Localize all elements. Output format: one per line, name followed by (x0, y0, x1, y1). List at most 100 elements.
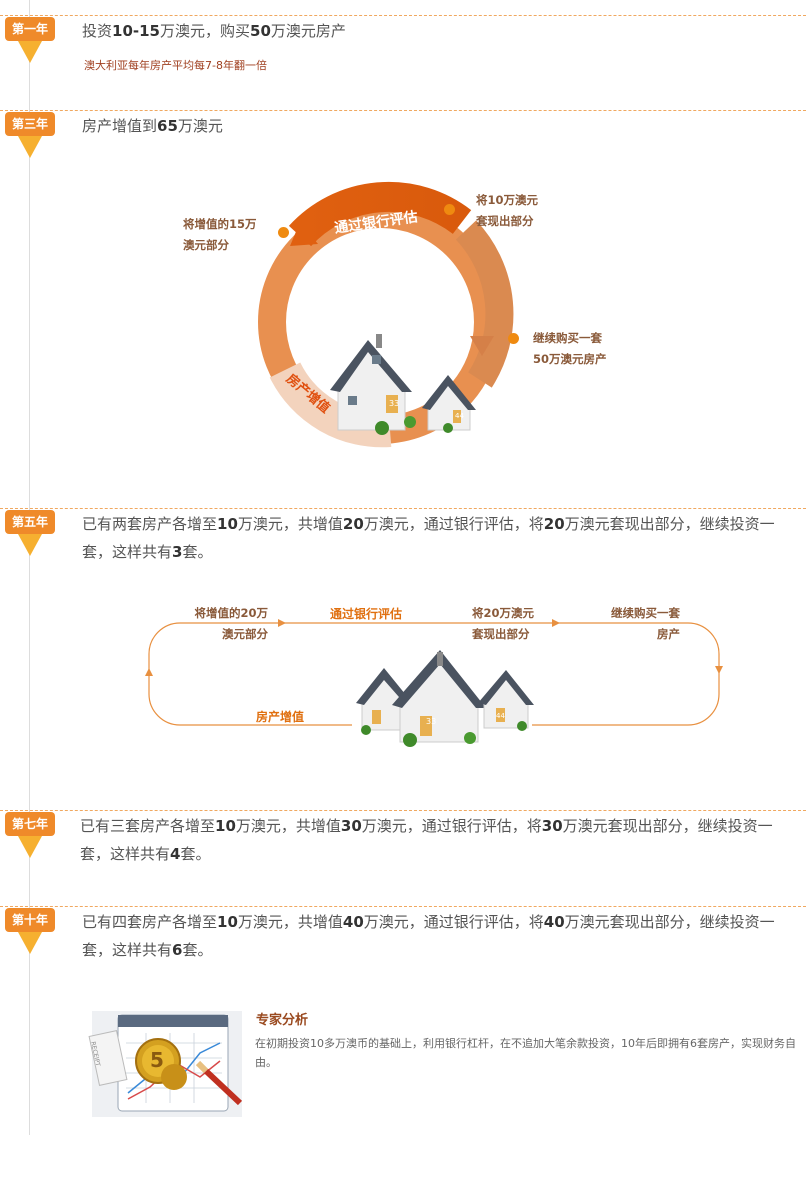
text-highlight: 30 (541, 817, 563, 835)
label-step-5: 房产增值 (256, 710, 305, 724)
text-part: 万澳元房产 (270, 22, 346, 40)
arrow-head (552, 619, 560, 627)
text-highlight: 30 (340, 817, 362, 835)
label-line: 套现出部分 (476, 214, 534, 228)
ring-right (455, 220, 514, 388)
arrow-head (260, 334, 284, 356)
year-badge-label: 第五年 (5, 510, 55, 534)
section-text: 已有四套房产各增至10万澳元，共增值40万澳元，通过银行评估，将40万澳元套现出… (82, 908, 802, 964)
section-divider (0, 15, 806, 16)
section-text: 房产增值到65万澳元 (82, 112, 223, 140)
text-part: 万澳元，共增值 (237, 515, 343, 533)
text-part: 万澳元，通过银行评估，将 (363, 913, 544, 931)
text-highlight: 10 (217, 913, 238, 931)
label-line: 将20万澳元 (472, 606, 535, 620)
text-part: 万澳元，通过银行评估，将 (363, 515, 544, 533)
label-line: 50万澳元房产 (533, 352, 607, 366)
year-badge-label: 第七年 (5, 812, 55, 836)
text-highlight: 6 (172, 941, 183, 959)
text-part: 已有三套房产各增至 (80, 817, 216, 835)
marker-dot (508, 333, 519, 344)
section-text: 已有三套房产各增至10万澳元，共增值30万澳元，通过银行评估，将30万澳元套现出… (80, 812, 800, 868)
text-part: 万澳元，共增值 (235, 817, 341, 835)
text-highlight: 10-15 (112, 22, 160, 40)
text-part: 已有四套房产各增至 (82, 913, 218, 931)
arrow-head (145, 668, 153, 676)
expert-illustration: RECEIPT 5 (88, 1003, 246, 1121)
arrow-head (470, 336, 494, 356)
text-highlight: 65 (157, 117, 178, 135)
arrow-head (715, 666, 723, 674)
label-line: 将10万澳元 (476, 193, 539, 207)
label-step-3: 将20万澳元套现出部分 (472, 603, 534, 645)
label-line: 继续购买一套 (611, 606, 680, 620)
text-part: 套。 (182, 543, 213, 561)
label-line: 将增值的20万 (194, 606, 268, 620)
text-highlight: 40 (543, 913, 565, 931)
label-line: 房产 (657, 627, 680, 641)
label-right: 继续购买一套 50万澳元房产 (533, 328, 607, 370)
text-highlight: 20 (543, 515, 565, 533)
house-middle (392, 650, 486, 747)
year-badge-label: 第三年 (5, 112, 55, 136)
text-highlight: 3 (172, 543, 183, 561)
label-step-1: 将增值的20万澳元部分 (186, 603, 268, 645)
text-part: 万澳元套现出部分，继续投资一套，这样共有 (82, 913, 775, 959)
text-part: 万澳元套现出部分，继续投资一套，这样共有 (80, 817, 773, 863)
text-highlight: 4 (170, 845, 181, 863)
label-left: 将增值的15万澳元部分 (183, 214, 257, 256)
expert-body: 在初期投资10多万澳币的基础上，利用银行杠杆，在不追加大笔余款投资，10年后即拥… (255, 1037, 796, 1069)
loop-path (148, 622, 720, 726)
year-badge-label: 第十年 (5, 908, 55, 932)
year-badge: 第七年 (5, 812, 55, 862)
section-divider (0, 110, 806, 111)
section-divider (0, 810, 806, 811)
text-part: 万澳元，购买 (160, 22, 251, 40)
expert-title: 专家分析 (256, 1013, 309, 1028)
section-divider (0, 508, 806, 509)
label-line: 继续购买一套 (533, 331, 602, 345)
text-highlight: 40 (342, 913, 364, 931)
label-line: 澳元部分 (222, 627, 268, 641)
house-number: 44 (455, 412, 464, 420)
house-number: 44 (496, 712, 505, 720)
cycle-diagram-1: 33 44 通过银行评估 房产增值 将增值的15万澳元部分 将10万澳元套现出部… (0, 0, 810, 460)
label-line: 澳元部分 (183, 238, 229, 252)
year-badge-tip (18, 836, 42, 858)
year-badge-label: 第一年 (5, 17, 55, 41)
year-badge: 第三年 (5, 112, 55, 162)
year-badge: 第一年 (5, 17, 55, 67)
text-highlight: 20 (342, 515, 364, 533)
label-step-2: 通过银行评估 (330, 607, 403, 621)
label-step-4: 继续购买一套房产 (600, 603, 680, 645)
year-badge-tip (18, 41, 42, 63)
expert-chart-image (88, 1011, 243, 1117)
house-left (356, 668, 414, 735)
text-part: 万澳元套现出部分，继续投资一套，这样共有 (82, 515, 775, 561)
text-part: 套。 (180, 845, 211, 863)
text-highlight: 10 (217, 515, 238, 533)
arrow-head (290, 222, 318, 246)
house-small (422, 375, 476, 433)
text-part: 房产增值到 (82, 117, 158, 135)
label-right-top: 将10万澳元套现出部分 (476, 190, 538, 232)
year-badge: 第五年 (5, 510, 55, 560)
ring-top (288, 181, 472, 247)
house-number: 33 (426, 717, 436, 726)
label-line: 套现出部分 (472, 627, 530, 641)
text-part: 万澳元 (177, 117, 223, 135)
section-subtext: 澳大利亚每年房产平均每7-8年翻一倍 (84, 59, 267, 72)
text-part: 套。 (182, 941, 213, 959)
year-badge-tip (18, 136, 42, 158)
cycle-diagram-2: 33 44 将增值的20万澳元部分 通过银行评估 将20万澳元套现出部分 继续购… (145, 603, 723, 747)
text-part: 万澳元，共增值 (237, 913, 343, 931)
text-part: 投资 (82, 22, 113, 40)
year-badge-tip (18, 534, 42, 556)
house-number: 33 (389, 399, 399, 408)
timeline-line (29, 0, 30, 1135)
marker-dot (444, 204, 455, 215)
year-badge-tip (18, 932, 42, 954)
label-line: 将增值的15万 (183, 217, 257, 231)
coin-number: 5 (150, 1048, 164, 1072)
section-text: 投资10-15万澳元，购买50万澳元房产 (82, 17, 346, 45)
